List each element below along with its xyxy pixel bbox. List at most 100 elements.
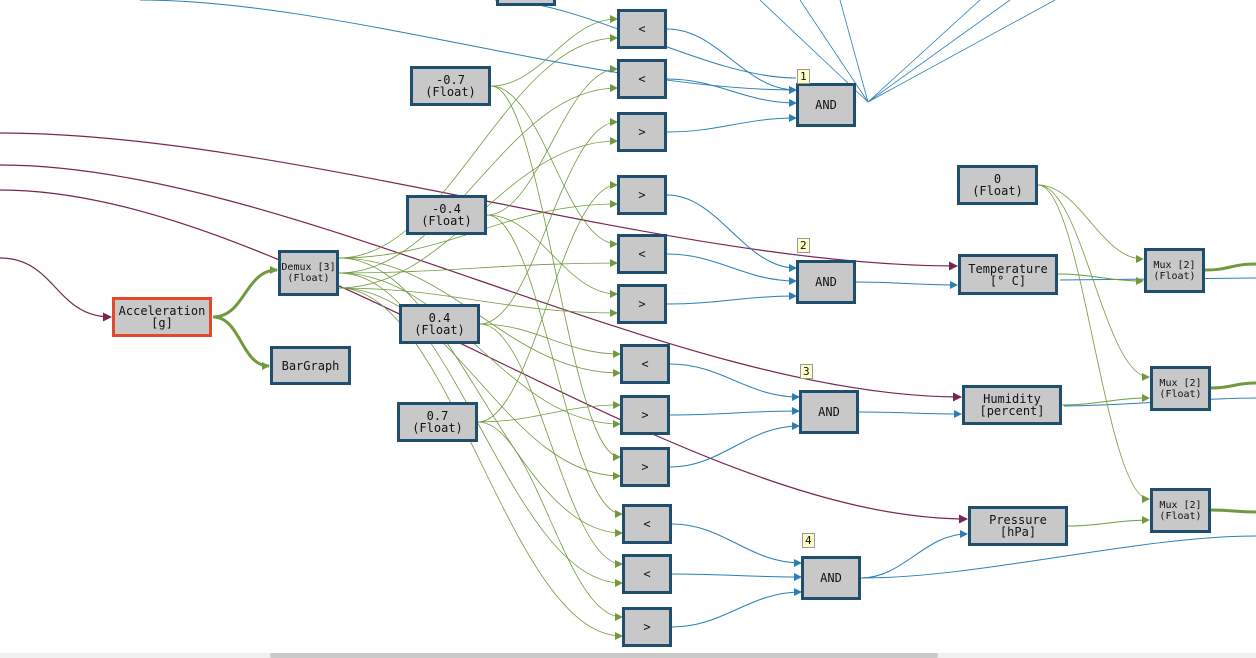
greater-than-label: > [641,408,649,422]
blue-logic-wire [666,114,797,133]
blue-logic-wire [669,422,800,468]
constant-minus-0-4-node[interactable]: -0.4 (Float) [406,195,487,235]
constant-0-7-label: 0.7 (Float) [412,409,463,435]
green-signal-wire [338,257,623,537]
greater-than-label: > [638,125,646,139]
greater-than-label: > [641,460,649,474]
less-than-node-5[interactable]: < [622,504,672,544]
horizontal-scrollbar[interactable] [0,653,1256,658]
and-gate-2[interactable]: AND [796,260,856,304]
bargraph-label: BarGraph [281,358,340,373]
green-constant-wire [1037,184,1144,263]
green-constant-wire [477,181,618,423]
constant-zero-label: 0 (Float) [972,172,1023,198]
thick-green-wire [212,315,270,370]
green-constant-wire [479,118,618,325]
bargraph-node[interactable]: BarGraph [270,346,351,385]
less-than-label: < [638,247,646,261]
and-gate-4-badge: 4 [802,533,815,548]
mux-label: Mux [2] (Float) [1153,259,1196,282]
and-gate-4[interactable]: AND [801,556,861,600]
demux-node[interactable]: Demux [3] (Float) [278,250,339,296]
constant-zero-node[interactable]: 0 (Float) [957,165,1038,205]
humidity-label: Humidity [percent] [979,392,1045,418]
green-signal-wire [338,272,623,587]
offscreen-node[interactable] [496,0,556,6]
horizontal-scrollbar-thumb[interactable] [270,653,938,658]
green-signal-wire [1067,516,1150,527]
blue-logic-wire [669,363,800,401]
blue-logic-wire [139,0,797,94]
less-than-label: < [638,72,646,86]
less-than-label: < [641,357,649,371]
green-constant-wire [477,401,621,423]
greater-than-node-2[interactable]: > [617,175,667,215]
green-signal-wire [338,259,618,274]
green-signal-wire [338,287,623,640]
greater-than-node-1[interactable]: > [617,112,667,152]
green-signal-wire [338,287,618,317]
mux-node-1[interactable]: Mux [2] (Float) [1144,248,1205,293]
humidity-node[interactable]: Humidity [percent] [962,385,1062,425]
mux-label: Mux [2] (Float) [1159,499,1202,522]
blue-logic-wire [666,292,797,305]
and-gate-3-badge: 3 [800,364,813,379]
acceleration-label: Acceleration [g] [118,304,206,330]
blue-fanout-wire [867,0,981,103]
and-gate-1-badge: 1 [797,69,810,84]
greater-than-node-4[interactable]: > [620,395,670,435]
blue-logic-wire [860,530,968,579]
less-than-node-3[interactable]: < [617,234,667,274]
blue-logic-wire [671,588,802,628]
thick-green-wire [212,266,278,319]
maroon-wire [0,189,968,524]
less-than-node-6[interactable]: < [622,554,672,594]
constant-minus-0-7-node[interactable]: -0.7 (Float) [410,66,491,106]
blue-logic-wire [666,253,797,285]
blue-logic-wire [671,572,802,581]
green-constant-wire [1037,184,1150,381]
green-signal-wire [1061,394,1150,406]
thick-green-wire [1210,381,1256,390]
greater-than-node-6[interactable]: > [622,607,672,647]
blue-logic-wire [671,523,802,567]
green-constant-wire [477,421,623,621]
and-gate-label: AND [818,405,840,419]
acceleration-node[interactable]: Acceleration [g] [112,297,212,337]
blue-logic-wire [855,280,958,289]
green-constant-wire [486,214,623,518]
blue-logic-wire [858,409,962,418]
constant-minus-0-7-label: -0.7 (Float) [425,73,476,99]
greater-than-node-5[interactable]: > [620,447,670,487]
pressure-node[interactable]: Pressure [hPa] [968,506,1068,546]
blue-logic-wire [666,28,797,94]
constant-0-7-node[interactable]: 0.7 (Float) [397,402,478,442]
less-than-node-4[interactable]: < [620,344,670,384]
blue-fanout-wire [867,0,1056,103]
blue-fanout-wire [867,0,1011,103]
greater-than-node-3[interactable]: > [617,284,667,324]
greater-than-label: > [638,297,646,311]
temperature-node[interactable]: Temperature [° C] [958,254,1058,295]
maroon-wire [0,257,112,322]
green-constant-wire [486,65,618,216]
mux-node-2[interactable]: Mux [2] (Float) [1150,366,1211,411]
less-than-node-1[interactable]: < [617,9,667,49]
and-gate-label: AND [820,571,842,585]
less-than-label: < [638,22,646,36]
constant-0-4-node[interactable]: 0.4 (Float) [399,304,480,344]
green-signal-wire [338,287,621,480]
mux-node-3[interactable]: Mux [2] (Float) [1150,488,1211,533]
thick-green-wire [1204,262,1256,272]
green-signal-wire [1057,273,1144,285]
green-constant-wire [490,15,618,87]
green-constant-wire [479,323,623,568]
blue-fanout-wire [839,0,869,103]
and-gate-3[interactable]: AND [799,390,859,434]
mux-label: Mux [2] (Float) [1159,377,1202,400]
green-signal-wire [338,34,618,259]
and-gate-label: AND [815,275,837,289]
and-gate-1[interactable]: AND [796,83,856,127]
constant-0-4-label: 0.4 (Float) [414,311,465,337]
less-than-node-2[interactable]: < [617,59,667,99]
